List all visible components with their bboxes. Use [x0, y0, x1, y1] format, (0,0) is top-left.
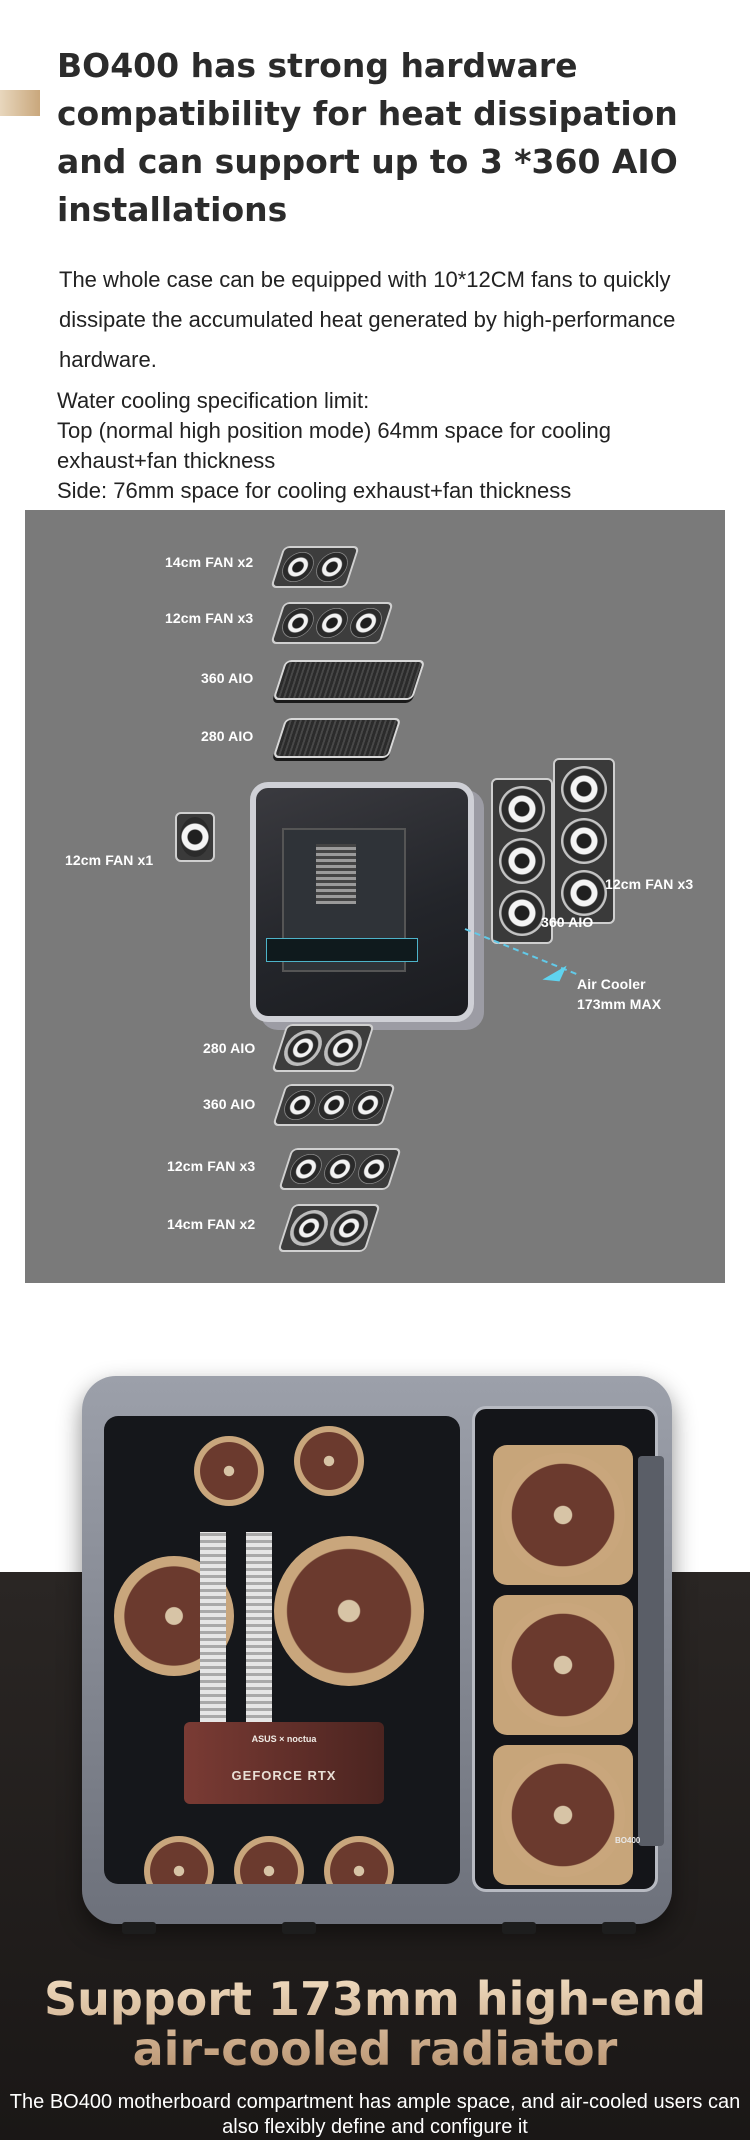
- label-top-aio-360: 360 AIO: [201, 670, 254, 686]
- fan-icon: [499, 890, 545, 936]
- side-fan: [493, 1445, 633, 1585]
- bottom-fan-14-part: [277, 1204, 381, 1252]
- bottom-aio-280-part: [271, 1024, 375, 1072]
- fan-icon: [312, 552, 352, 582]
- fan-icon: [319, 1030, 367, 1066]
- fan-icon: [278, 608, 318, 638]
- fan-icon: [320, 1154, 360, 1184]
- case-foot: [602, 1922, 636, 1934]
- top-fan-14-part: [270, 546, 360, 588]
- fan-icon: [312, 608, 352, 638]
- page-heading: BO400 has strong hardware compatibility …: [57, 46, 678, 229]
- fan-icon: [325, 1210, 373, 1246]
- cpu-cooler-shape: [316, 844, 356, 904]
- fan-icon: [144, 1836, 214, 1884]
- fan-icon: [274, 1536, 424, 1686]
- bottom-fan-12-part: [278, 1148, 402, 1190]
- top-fan-12-part: [270, 602, 394, 644]
- top-aio-280-part: [272, 718, 402, 758]
- fan-icon: [194, 1436, 264, 1506]
- label-air-cooler-max: 173mm MAX: [577, 996, 662, 1012]
- intro-paragraph: The whole case can be equipped with 10*1…: [59, 267, 676, 372]
- fan-icon: [354, 1154, 394, 1184]
- feature-title-line2: air-cooled radiator: [132, 2022, 618, 2076]
- fan-icon: [561, 766, 607, 812]
- graphics-card: ASUS × noctua GEFORCE RTX: [184, 1722, 384, 1804]
- motherboard-compartment: ASUS × noctua GEFORCE RTX: [104, 1416, 460, 1884]
- feature-title: Support 173mm high-end air-cooled radiat…: [0, 1974, 750, 2074]
- label-bottom-aio-360: 360 AIO: [203, 1096, 256, 1112]
- front-io-strip: [638, 1456, 664, 1846]
- side-fan-part: [553, 758, 615, 924]
- fan-icon: [280, 1090, 320, 1120]
- arrowhead-icon: [542, 965, 572, 989]
- label-top-fan-12: 12cm FAN x3: [165, 610, 254, 626]
- fan-icon: [285, 1210, 333, 1246]
- label-rear-fan: 12cm FAN x1: [65, 852, 154, 868]
- side-fan: [493, 1595, 633, 1735]
- rear-fan-part: [175, 812, 215, 862]
- fan-icon: [180, 817, 210, 857]
- side-fan: [493, 1745, 633, 1885]
- label-bottom-fan-12: 12cm FAN x3: [167, 1158, 256, 1174]
- gpu-logo: ASUS × noctua: [251, 1734, 317, 1744]
- spec-title: Water cooling specification limit:: [57, 388, 370, 413]
- label-bottom-fan-14: 14cm FAN x2: [167, 1216, 256, 1232]
- fan-icon: [499, 838, 545, 884]
- fan-icon: [314, 1090, 354, 1120]
- feature-title-line1: Support 173mm high-end: [43, 1972, 707, 2026]
- label-top-aio-280: 280 AIO: [201, 728, 254, 744]
- fan-icon: [324, 1836, 394, 1884]
- fan-icon: [234, 1836, 304, 1884]
- fan-icon: [501, 1453, 625, 1577]
- fan-icon: [561, 870, 607, 916]
- label-top-fan-14: 14cm FAN x2: [165, 554, 254, 570]
- fan-icon: [348, 1090, 388, 1120]
- gpu-shape: [266, 938, 418, 962]
- fan-icon: [294, 1426, 364, 1496]
- side-compartment: [472, 1406, 658, 1892]
- label-bottom-aio-280: 280 AIO: [203, 1040, 256, 1056]
- case-foot: [502, 1922, 536, 1934]
- top-aio-360-part: [272, 660, 426, 700]
- fan-icon: [501, 1753, 625, 1877]
- bottom-aio-360-part: [272, 1084, 396, 1126]
- label-side-fan: 12cm FAN x3: [605, 876, 694, 892]
- side-aio-part: [491, 778, 553, 944]
- label-air-cooler: Air Cooler: [577, 976, 646, 992]
- fan-icon: [499, 786, 545, 832]
- water-cooling-spec: Water cooling specification limit: Top (…: [57, 386, 727, 506]
- case-badge: BO400: [615, 1836, 641, 1845]
- gpu-brand: GEFORCE RTX: [231, 1768, 337, 1783]
- case-foot: [122, 1922, 156, 1934]
- cpu-heatsink: [200, 1532, 226, 1722]
- case-foot: [282, 1922, 316, 1934]
- fan-icon: [286, 1154, 326, 1184]
- fan-icon: [346, 608, 386, 638]
- fan-icon: [501, 1603, 625, 1727]
- case-illustration: [250, 782, 474, 1022]
- feature-description: The BO400 motherboard compartment has am…: [9, 2091, 741, 2138]
- spec-top: Top (normal high position mode) 64mm spa…: [57, 418, 611, 473]
- case-photo: ASUS × noctua GEFORCE RTX BO400: [82, 1376, 672, 1934]
- fan-icon: [279, 1030, 327, 1066]
- spec-side: Side: 76mm space for cooling exhaust+fan…: [57, 478, 572, 503]
- cpu-heatsink: [246, 1532, 272, 1722]
- accent-bar: [0, 90, 40, 116]
- fan-icon: [561, 818, 607, 864]
- exploded-diagram: 14cm FAN x2 12cm FAN x3 360 AIO 280 AIO …: [25, 510, 725, 1283]
- label-side-aio: 360 AIO: [541, 914, 594, 930]
- fan-icon: [278, 552, 318, 582]
